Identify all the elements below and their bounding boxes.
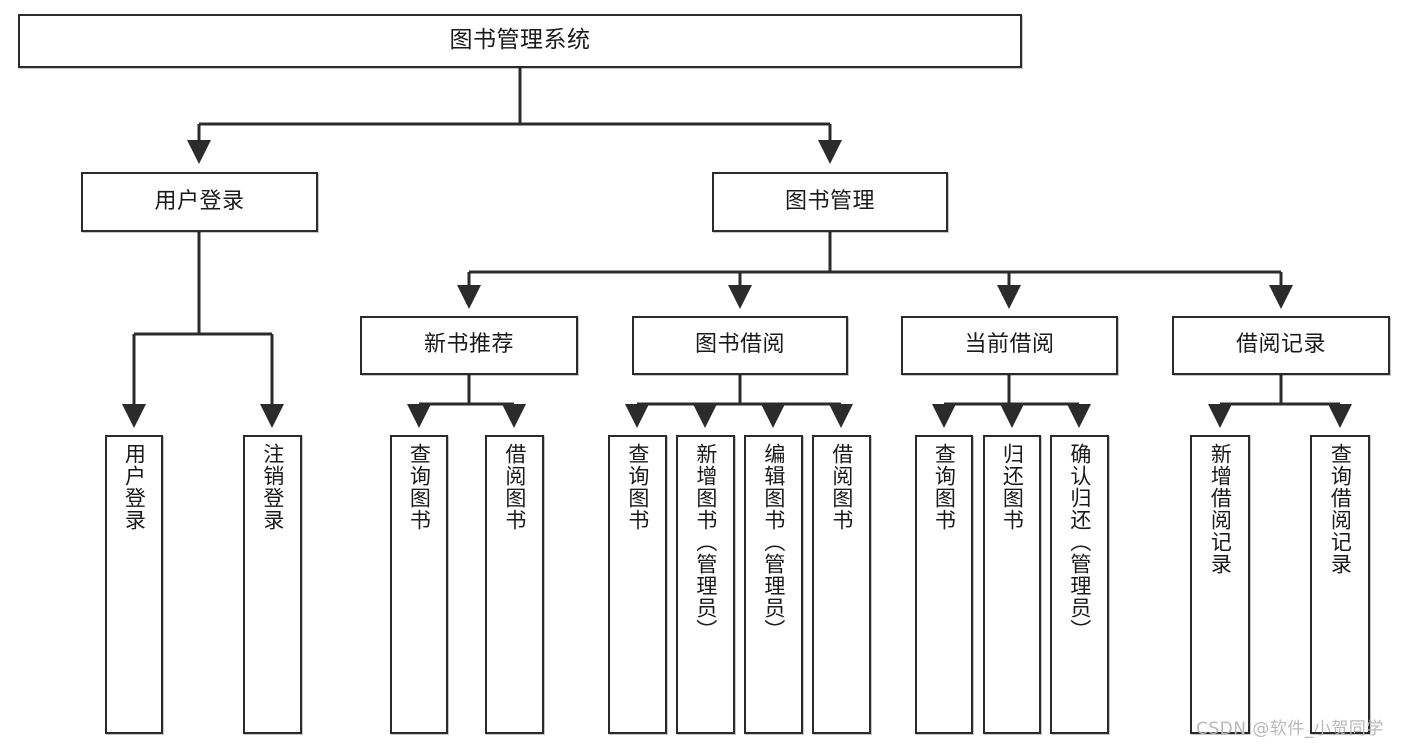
node-label: 归还图书 [1000,443,1025,531]
leaf-edit-book-admin[interactable]: 编辑图书（管理员） [744,435,803,734]
node-label: 图书管理 [784,188,875,214]
node-label: 查询图书 [932,443,957,531]
leaf-query-book-rec[interactable]: 查询图书 [390,435,448,734]
leaf-user-login[interactable]: 用户登录 [105,435,163,734]
node-label: 新增借阅记录 [1208,443,1233,575]
node-label: 图书管理系统 [449,27,591,54]
node-label: 查询借阅记录 [1328,443,1353,575]
node-user-login[interactable]: 用户登录 [81,172,318,232]
leaf-add-borrow-record[interactable]: 新增借阅记录 [1190,435,1250,734]
node-book-borrow[interactable]: 图书借阅 [632,316,848,375]
node-borrow-record[interactable]: 借阅记录 [1172,316,1390,375]
node-label: 新增图书（管理员） [693,443,718,641]
leaf-query-book-current[interactable]: 查询图书 [915,435,973,734]
leaf-query-borrow-record[interactable]: 查询借阅记录 [1310,435,1370,734]
leaf-borrow-book-rec[interactable]: 借阅图书 [485,435,544,734]
node-root-system[interactable]: 图书管理系统 [18,14,1022,68]
node-label: 新书推荐 [423,332,514,358]
node-label: 当前借阅 [964,332,1055,358]
node-label: 查询图书 [407,443,432,531]
watermark-credit: CSDN @软件_小贺同学 [1196,719,1384,739]
node-label: 编辑图书（管理员） [761,443,786,641]
leaf-user-logout[interactable]: 注销登录 [243,435,302,734]
node-label: 用户登录 [122,443,147,531]
node-label: 用户登录 [154,188,245,214]
leaf-confirm-return-admin[interactable]: 确认归还（管理员） [1050,435,1109,734]
node-label: 查询图书 [625,443,650,531]
node-current-borrow[interactable]: 当前借阅 [901,316,1118,375]
node-label: 借阅图书 [502,443,527,531]
node-label: 注销登录 [260,443,285,531]
node-label: 图书借阅 [694,332,785,358]
leaf-return-book[interactable]: 归还图书 [983,435,1041,734]
node-new-book-recommend[interactable]: 新书推荐 [360,316,578,375]
leaf-borrow-book[interactable]: 借阅图书 [812,435,871,734]
leaf-add-book-admin[interactable]: 新增图书（管理员） [676,435,735,734]
node-book-management[interactable]: 图书管理 [712,172,948,232]
node-label: 借阅记录 [1235,332,1326,358]
node-label: 确认归还（管理员） [1067,443,1092,641]
leaf-query-book-borrow[interactable]: 查询图书 [608,435,667,734]
node-label: 借阅图书 [829,443,854,531]
